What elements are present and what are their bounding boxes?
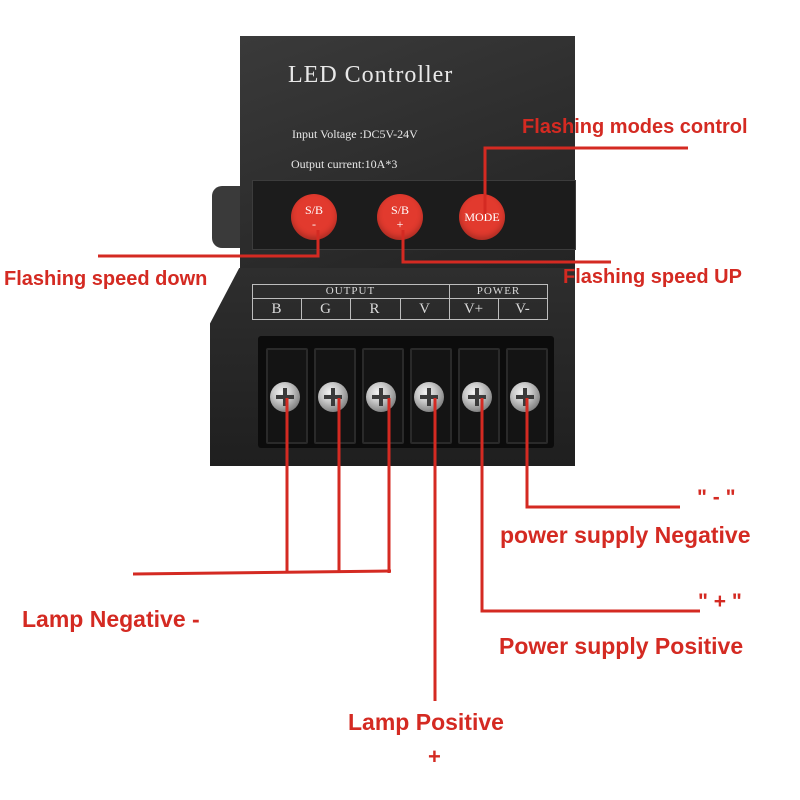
speed-up-button-symbol: + xyxy=(396,217,404,231)
terminal-label-vminus: V- xyxy=(515,301,530,317)
power-positive-wire xyxy=(480,398,700,613)
flashing-speed-down-label: Flashing speed down xyxy=(4,268,208,290)
terminal-screw-vplus[interactable] xyxy=(462,382,492,412)
terminal-screw-r[interactable] xyxy=(366,382,396,412)
lamp-negative-label: Lamp Negative - xyxy=(22,606,200,632)
speed-down-button-symbol: - xyxy=(312,217,316,231)
positive-symbol-label: " + " xyxy=(698,590,742,613)
terminal-cell-divider xyxy=(350,298,351,320)
terminal-label-r: R xyxy=(369,301,380,317)
terminal-cell-divider xyxy=(301,298,302,320)
mode-button-label: MODE xyxy=(464,210,500,224)
speed-up-button-label: S/B xyxy=(390,203,409,217)
power-supply-negative-label: power supply Negative xyxy=(500,522,751,548)
lamp-positive-label: Lamp Positive xyxy=(348,709,504,735)
terminal-label-vplus: V+ xyxy=(463,301,484,317)
terminal-cell-divider xyxy=(400,298,401,320)
input-voltage-spec: Input Voltage :DC5V-24V xyxy=(292,127,418,141)
power-supply-positive-label: Power supply Positive xyxy=(499,633,744,659)
terminal-screw-v[interactable] xyxy=(414,382,444,412)
terminal-label-g: G xyxy=(320,301,331,317)
terminal-cell-divider xyxy=(498,298,499,320)
mode-button[interactable]: MODE xyxy=(459,194,505,240)
terminal-group-divider xyxy=(449,284,450,320)
lamp-positive-plus-label: + xyxy=(428,744,441,769)
flashing-speed-up-label: Flashing speed UP xyxy=(563,266,742,288)
output-group-label: OUTPUT xyxy=(325,285,376,297)
controller-title: LED Controller xyxy=(288,62,454,88)
terminal-label-v: V xyxy=(419,301,430,317)
terminal-label-b: B xyxy=(271,301,282,317)
speed-down-leader-line xyxy=(98,230,320,258)
terminal-screw-g[interactable] xyxy=(318,382,348,412)
mode-leader-line xyxy=(483,146,688,214)
speed-up-button[interactable]: S/B + xyxy=(377,194,423,240)
speed-up-leader-line xyxy=(401,230,611,264)
terminal-screw-b[interactable] xyxy=(270,382,300,412)
speed-down-button-label: S/B xyxy=(304,203,323,217)
power-group-label: POWER xyxy=(476,285,521,297)
output-current-spec: Output current:10A*3 xyxy=(291,157,398,171)
terminal-screw-vminus[interactable] xyxy=(510,382,540,412)
power-negative-wire xyxy=(525,398,680,509)
speed-down-button[interactable]: S/B - xyxy=(291,194,337,240)
lamp-negative-line xyxy=(132,569,392,576)
flashing-modes-control-label: Flashing modes control xyxy=(522,116,748,138)
negative-symbol-label: " - " xyxy=(697,486,736,509)
